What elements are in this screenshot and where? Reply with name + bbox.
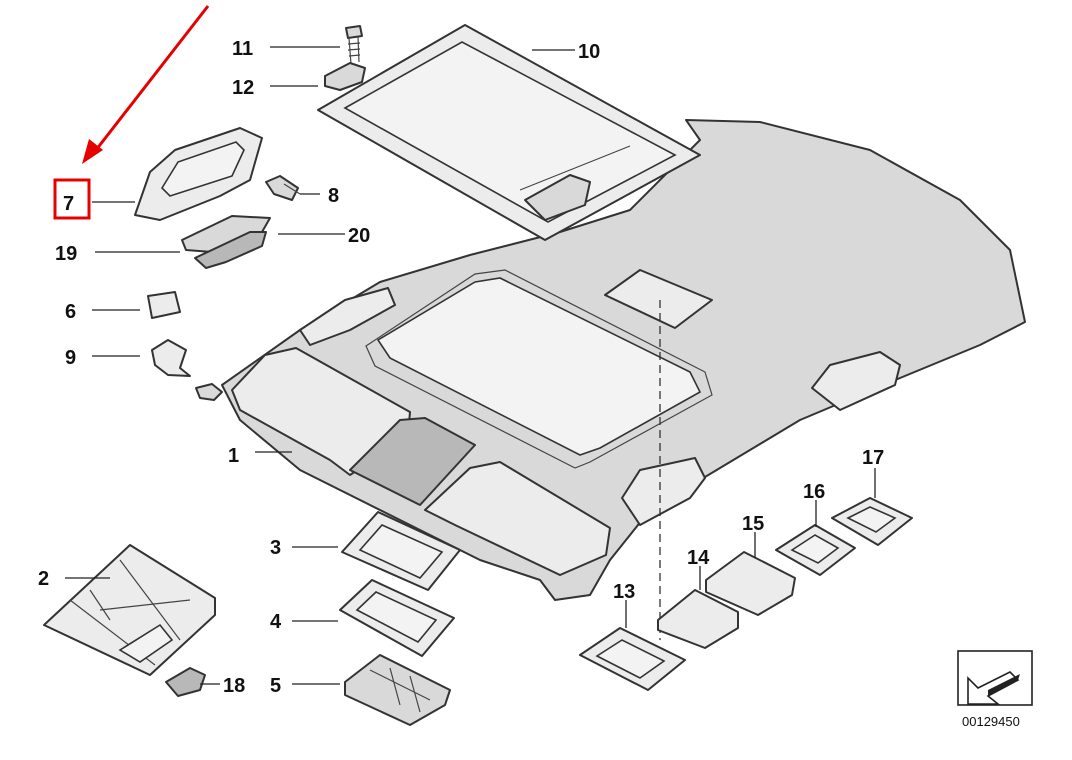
leader-lines [65,46,876,685]
callouts: 1 2 3 4 5 6 7 8 9 10 11 12 13 14 15 16 1… [38,38,884,697]
switch-part-18 [165,667,206,697]
cover-part-6 [147,291,181,319]
headliner-part-1 [195,119,1026,601]
callout-2: 2 [38,568,49,590]
orientation-icon [957,650,1033,706]
lamp-frame-part-13 [579,627,686,691]
lamp-part-5 [344,654,451,726]
callout-7: 7 [63,193,74,215]
callout-19: 19 [55,243,77,265]
callout-20: 20 [348,225,370,247]
callout-18: 18 [223,675,245,697]
callout-15: 15 [742,513,764,535]
clip-part-12 [324,62,366,91]
clip-part-9 [151,339,191,377]
lamp-housing-part-15 [705,551,796,616]
callout-8: 8 [328,185,339,207]
callout-12: 12 [232,77,254,99]
diagram-id: 00129450 [962,714,1020,729]
lamp-housing-part-14 [657,589,739,649]
light-recess [604,269,713,329]
callout-13: 13 [613,581,635,603]
callout-3: 3 [270,537,281,559]
frame-part-16 [775,524,856,576]
bracket-part-19 [194,231,267,269]
screw-part-11 [345,25,363,65]
callout-16: 16 [803,481,825,503]
frame-part-3 [341,511,461,591]
callout-4: 4 [270,611,282,633]
bolt-part-8 [265,175,301,201]
callout-14: 14 [687,547,710,569]
sunroof-frame-part-10 [317,24,701,241]
callout-1: 1 [228,445,239,467]
console-part-2 [43,544,216,676]
frame-part-17 [831,497,913,546]
highlight-arrow-head [82,139,103,164]
callout-6: 6 [65,301,76,323]
frame-part-4 [339,579,455,657]
callout-9: 9 [65,347,76,369]
callout-17: 17 [862,447,884,469]
highlight-annotation [53,5,210,220]
grab-handle-part-7 [134,127,263,221]
highlight-box [53,178,91,220]
callout-10: 10 [578,41,600,63]
callout-5: 5 [270,675,281,697]
highlight-arrow-line [94,5,210,151]
callout-11: 11 [232,38,253,60]
